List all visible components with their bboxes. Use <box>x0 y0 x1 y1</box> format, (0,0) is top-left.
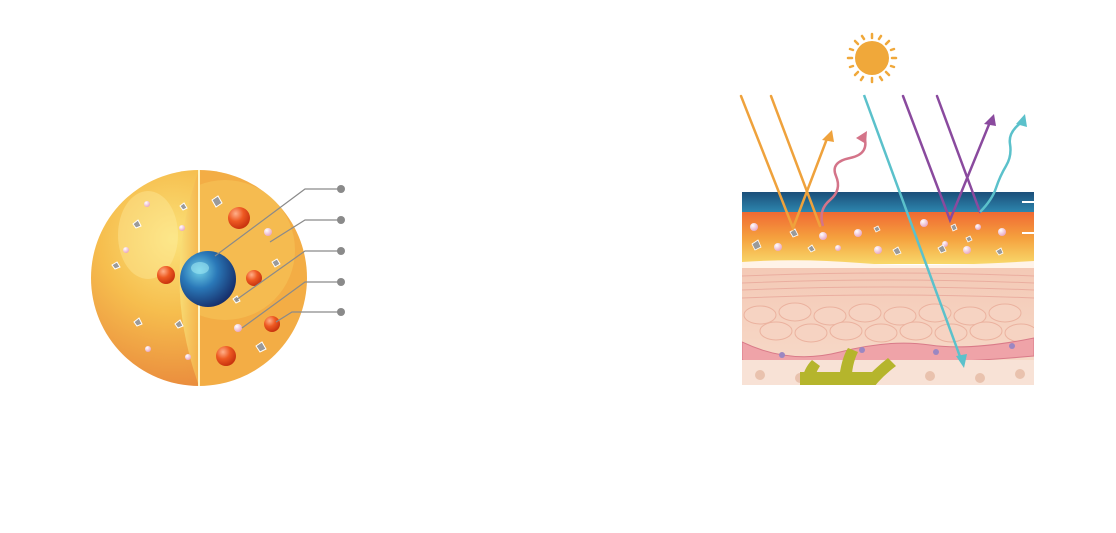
pink-wave-icon <box>820 135 867 227</box>
fibre-icon <box>800 348 896 385</box>
leader-line-5 <box>275 311 340 323</box>
leader-line-1 <box>214 188 340 257</box>
purple-ray-icon <box>901 94 992 224</box>
leader-dots <box>337 185 345 316</box>
cell-layer <box>742 272 1034 299</box>
skin-pink-pearl-icon <box>750 219 1006 254</box>
orange-ray-icon <box>739 94 830 232</box>
orange-particle-layer <box>742 212 1034 264</box>
leader-line-2 <box>269 219 340 243</box>
sun-icon <box>846 32 898 84</box>
teal-wave-icon <box>979 120 1023 213</box>
leader-line-4 <box>241 281 340 329</box>
sphere-diagram <box>91 170 345 386</box>
skin-diagram <box>739 32 1034 385</box>
leader-line-3 <box>235 250 340 301</box>
red-bead-icon <box>157 207 280 366</box>
skin-crystal-flake-icon <box>751 223 1004 256</box>
sphere-left-half <box>91 170 200 386</box>
teal-ray-icon <box>862 94 964 363</box>
pink-pearl-icon <box>123 201 272 360</box>
leader-lines <box>214 188 340 329</box>
core-icon <box>180 251 236 307</box>
blue-film <box>742 192 1034 212</box>
